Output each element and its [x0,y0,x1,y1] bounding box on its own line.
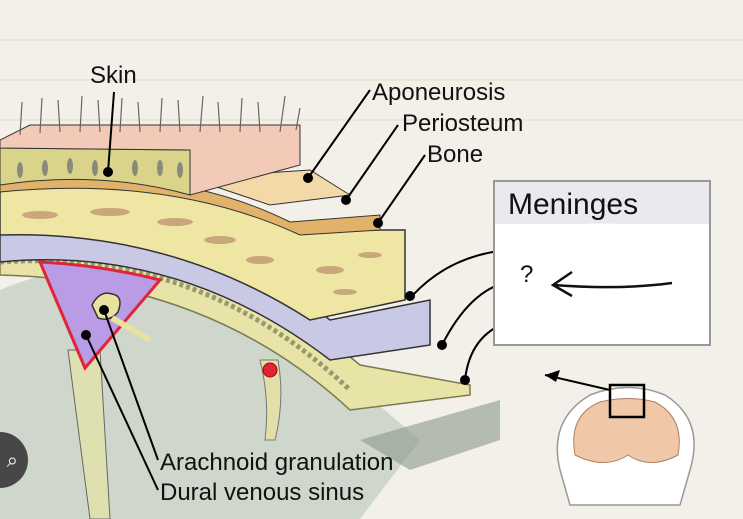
gray-mass-shadow [360,400,500,470]
skin-top [0,124,301,196]
label-dural-venous-sinus: Dural venous sinus [160,479,364,506]
brain-section-icon [544,370,695,506]
arachnoid-stalk [110,315,152,343]
scribble-overlay [512,223,700,333]
bone-spots [22,208,382,295]
meninges-header [495,182,709,224]
label-question-mark: ? [520,261,533,288]
arachnoid-mesh [0,258,352,392]
label-arachnoid-granulation: Arachnoid granulation [160,449,394,476]
arrow-left-icon [550,270,673,298]
background-grid [0,39,743,121]
label-bone: Bone [427,141,483,168]
vessel-red-dot [262,362,278,378]
label-skin: Skin [90,62,137,89]
sulcus-fold [259,359,282,441]
label-meninges: Meninges [508,188,638,221]
label-aponeurosis: Aponeurosis [372,79,505,106]
label-periosteum: Periosteum [402,110,523,137]
hair-strands [19,95,301,136]
hair-follicles [17,158,183,178]
